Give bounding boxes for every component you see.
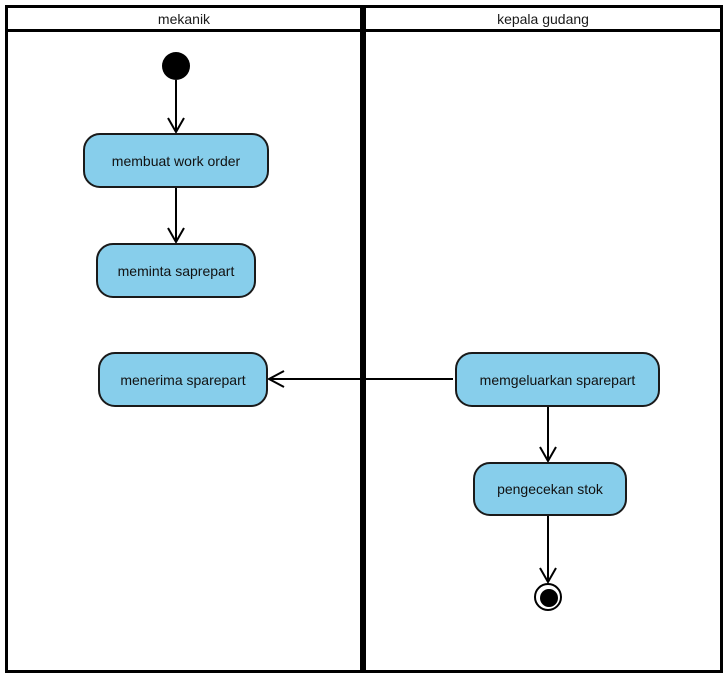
activity-memgeluarkan-sparepart[interactable]: memgeluarkan sparepart (455, 352, 660, 407)
swimlane-label-kepala-gudang: kepala gudang (497, 10, 589, 27)
activity-meminta-saprepart[interactable]: meminta saprepart (96, 243, 256, 298)
swimlane-mekanik (5, 5, 363, 673)
final-node-inner (540, 589, 558, 607)
activity-label-pengecekan-stok: pengecekan stok (497, 481, 603, 497)
swimlane-header-kepala-gudang: kepala gudang (363, 5, 723, 32)
swimlane-label-mekanik: mekanik (157, 10, 211, 27)
activity-label-memgeluarkan-sparepart: memgeluarkan sparepart (479, 371, 636, 388)
swimlane-header-mekanik: mekanik (5, 5, 363, 32)
swimlane-kepala-gudang (363, 5, 723, 673)
activity-membuat-work-order[interactable]: membuat work order (83, 133, 269, 188)
final-node (534, 583, 562, 611)
activity-label-membuat-work-order: membuat work order (111, 152, 241, 169)
activity-pengecekan-stok[interactable]: pengecekan stok (473, 462, 627, 516)
activity-menerima-sparepart[interactable]: menerima sparepart (98, 352, 268, 407)
activity-label-meminta-saprepart: meminta saprepart (117, 262, 235, 279)
initial-node (162, 52, 190, 80)
activity-label-menerima-sparepart: menerima sparepart (120, 371, 246, 388)
